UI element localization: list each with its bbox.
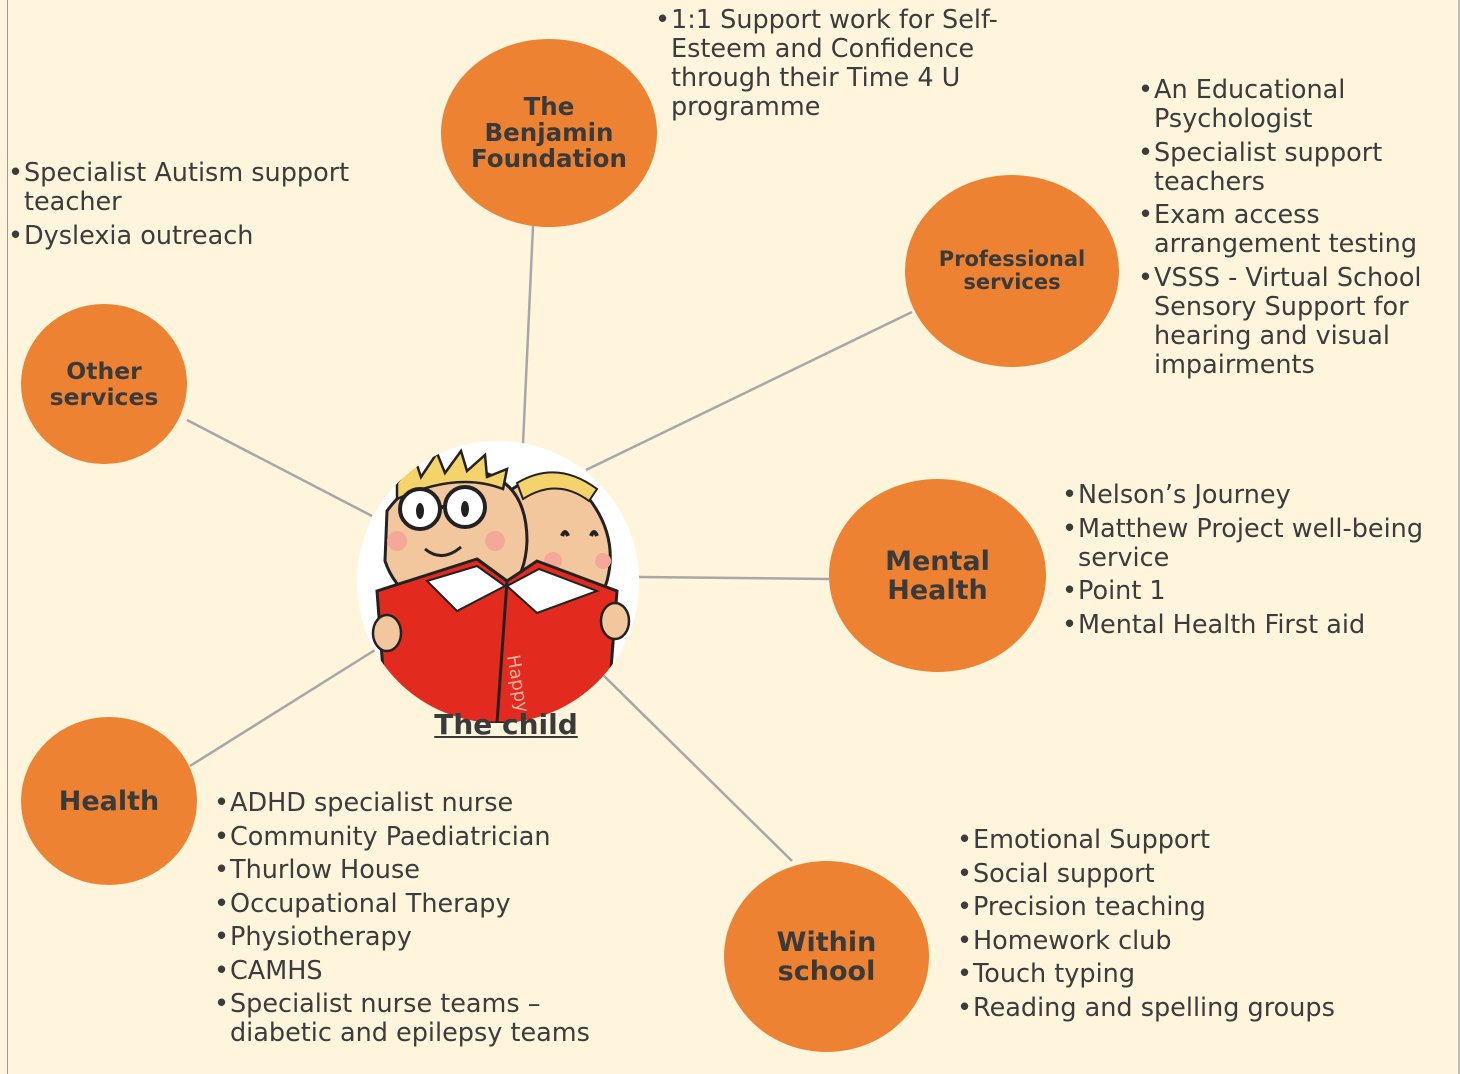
health-list: ADHD specialist nurse Community Paediatr… — [214, 789, 594, 1053]
list-item: Dyslexia outreach — [8, 221, 398, 251]
child-illustration: Happy — [357, 441, 639, 723]
node-health-line-1: Health — [58, 785, 160, 817]
node-professional-line-1: Professional — [938, 247, 1086, 271]
node-health: Health — [21, 717, 197, 885]
connector-health — [189, 648, 376, 768]
list-item: Specialist nurse teams – diabetic and ep… — [214, 990, 594, 1048]
list-item: CAMHS — [214, 956, 594, 986]
list-item: Specialist support teachers — [1138, 138, 1448, 197]
list-item: Community Paediatrician — [214, 822, 594, 852]
list-item: Matthew Project well-being service — [1062, 514, 1452, 573]
node-mental-line-2: Health — [887, 574, 988, 606]
node-other-line-1: Other — [66, 357, 142, 385]
node-within-school: Within school — [724, 861, 929, 1052]
node-other-line-2: services — [49, 383, 159, 411]
list-item: Nelson’s Journey — [1062, 481, 1452, 510]
left-border — [7, 0, 8, 1074]
list-item: Precision teaching — [957, 893, 1377, 922]
list-item: Homework club — [957, 926, 1377, 956]
center-label: The child — [434, 708, 578, 741]
list-item: Occupational Therapy — [214, 889, 594, 919]
node-benjamin-line-2: Benjamin — [484, 118, 614, 147]
node-school-line-1: Within — [776, 926, 877, 958]
benjamin-list: 1:1 Support work for Self-Esteem and Con… — [655, 6, 1055, 127]
connector-mental — [638, 575, 830, 581]
node-benjamin-line-3: Foundation — [471, 144, 627, 173]
list-item: Mental Health First aid — [1062, 610, 1452, 640]
node-mental-line-1: Mental — [885, 545, 990, 577]
node-benjamin-foundation: The Benjamin Foundation — [441, 39, 657, 227]
school-list: Emotional Support Social support Precisi… — [957, 826, 1377, 1027]
list-item: Reading and spelling groups — [957, 993, 1377, 1023]
mental-list: Nelson’s Journey Matthew Project well-be… — [1062, 481, 1452, 644]
list-item: Physiotherapy — [214, 923, 594, 952]
connector-other — [186, 418, 373, 518]
connector-benjamin — [521, 225, 535, 445]
connector-school — [599, 671, 793, 862]
node-professional-line-2: services — [963, 270, 1061, 294]
list-item: VSSS - Virtual School Sensory Support fo… — [1138, 263, 1448, 380]
list-item: Specialist Autism support teacher — [8, 159, 398, 217]
list-item: Emotional Support — [957, 826, 1377, 855]
node-benjamin-line-1: The — [523, 92, 575, 121]
node-other-services: Other services — [21, 304, 187, 464]
other-list: Specialist Autism support teacher Dyslex… — [8, 159, 398, 255]
node-mental-health: Mental Health — [829, 479, 1046, 672]
list-item: 1:1 Support work for Self-Esteem and Con… — [655, 6, 1055, 122]
list-item: Point 1 — [1062, 577, 1452, 606]
list-item: Thurlow House — [214, 856, 594, 885]
list-item: An Educational Psychologist — [1138, 76, 1448, 134]
list-item: ADHD specialist nurse — [214, 789, 594, 818]
node-professional-services: Professional services — [905, 175, 1119, 367]
connector-professional — [585, 310, 913, 472]
right-border — [1458, 0, 1460, 1074]
node-school-line-2: school — [777, 955, 876, 987]
list-item: Social support — [957, 859, 1377, 889]
list-item: Exam access arrangement testing — [1138, 201, 1448, 259]
list-item: Touch typing — [957, 960, 1377, 989]
professional-list: An Educational Psychologist Specialist s… — [1138, 76, 1448, 384]
